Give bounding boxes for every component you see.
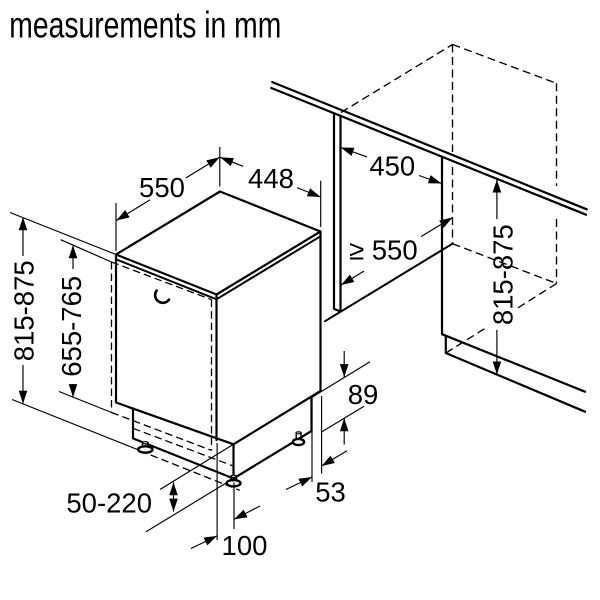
svg-text:53: 53 <box>315 477 346 508</box>
svg-text:89: 89 <box>348 379 379 410</box>
svg-text:450: 450 <box>369 151 415 182</box>
svg-text:100: 100 <box>222 530 268 561</box>
svg-text:measurements in mm: measurements in mm <box>9 4 281 46</box>
svg-text:815-875: 815-875 <box>9 260 40 361</box>
svg-text:≥ 550: ≥ 550 <box>349 235 418 266</box>
svg-text:550: 550 <box>139 172 185 203</box>
svg-text:815-875: 815-875 <box>488 224 519 325</box>
svg-text:448: 448 <box>248 163 294 194</box>
svg-text:655-765: 655-765 <box>56 276 87 377</box>
svg-text:50-220: 50-220 <box>66 487 152 518</box>
